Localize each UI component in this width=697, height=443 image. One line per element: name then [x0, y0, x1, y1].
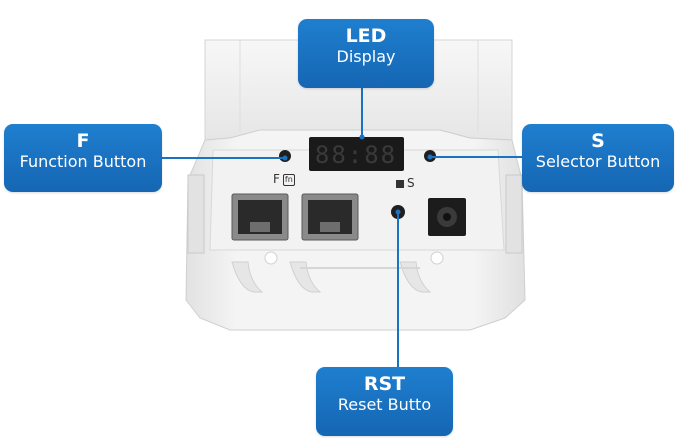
- led-callout-title: LED: [345, 25, 387, 47]
- dc-power-jack: [428, 198, 466, 236]
- f-callout-subtitle: Function Button: [19, 152, 147, 171]
- ethernet-port-2: [301, 193, 359, 241]
- rst-callout-title: RST: [363, 373, 406, 395]
- s-callout-subtitle: Selector Button: [535, 152, 661, 171]
- ethernet-port-1: [231, 193, 289, 241]
- f-callout-title: F: [76, 130, 90, 152]
- right-clip: [505, 174, 523, 254]
- selector-letter: S: [407, 176, 415, 190]
- led-callout-subtitle: Display: [336, 47, 396, 66]
- fn-icon: fn: [282, 173, 295, 186]
- s-callout-title: S: [591, 130, 605, 152]
- selector-port-label: S: [396, 176, 415, 190]
- rst-callout-subtitle: Reset Butto: [337, 395, 432, 414]
- led-display-screen: [309, 137, 404, 171]
- led-display-callout: LED Display: [298, 19, 434, 88]
- selector-glyph-icon: [396, 179, 404, 188]
- function-button-callout: F Function Button: [4, 124, 162, 192]
- reset-button-callout: RST Reset Butto: [316, 367, 453, 436]
- left-clip: [187, 174, 205, 254]
- led-display-digits: 88:88: [315, 141, 397, 169]
- function-letter: F: [273, 172, 280, 186]
- selector-button-callout: S Selector Button: [522, 124, 674, 192]
